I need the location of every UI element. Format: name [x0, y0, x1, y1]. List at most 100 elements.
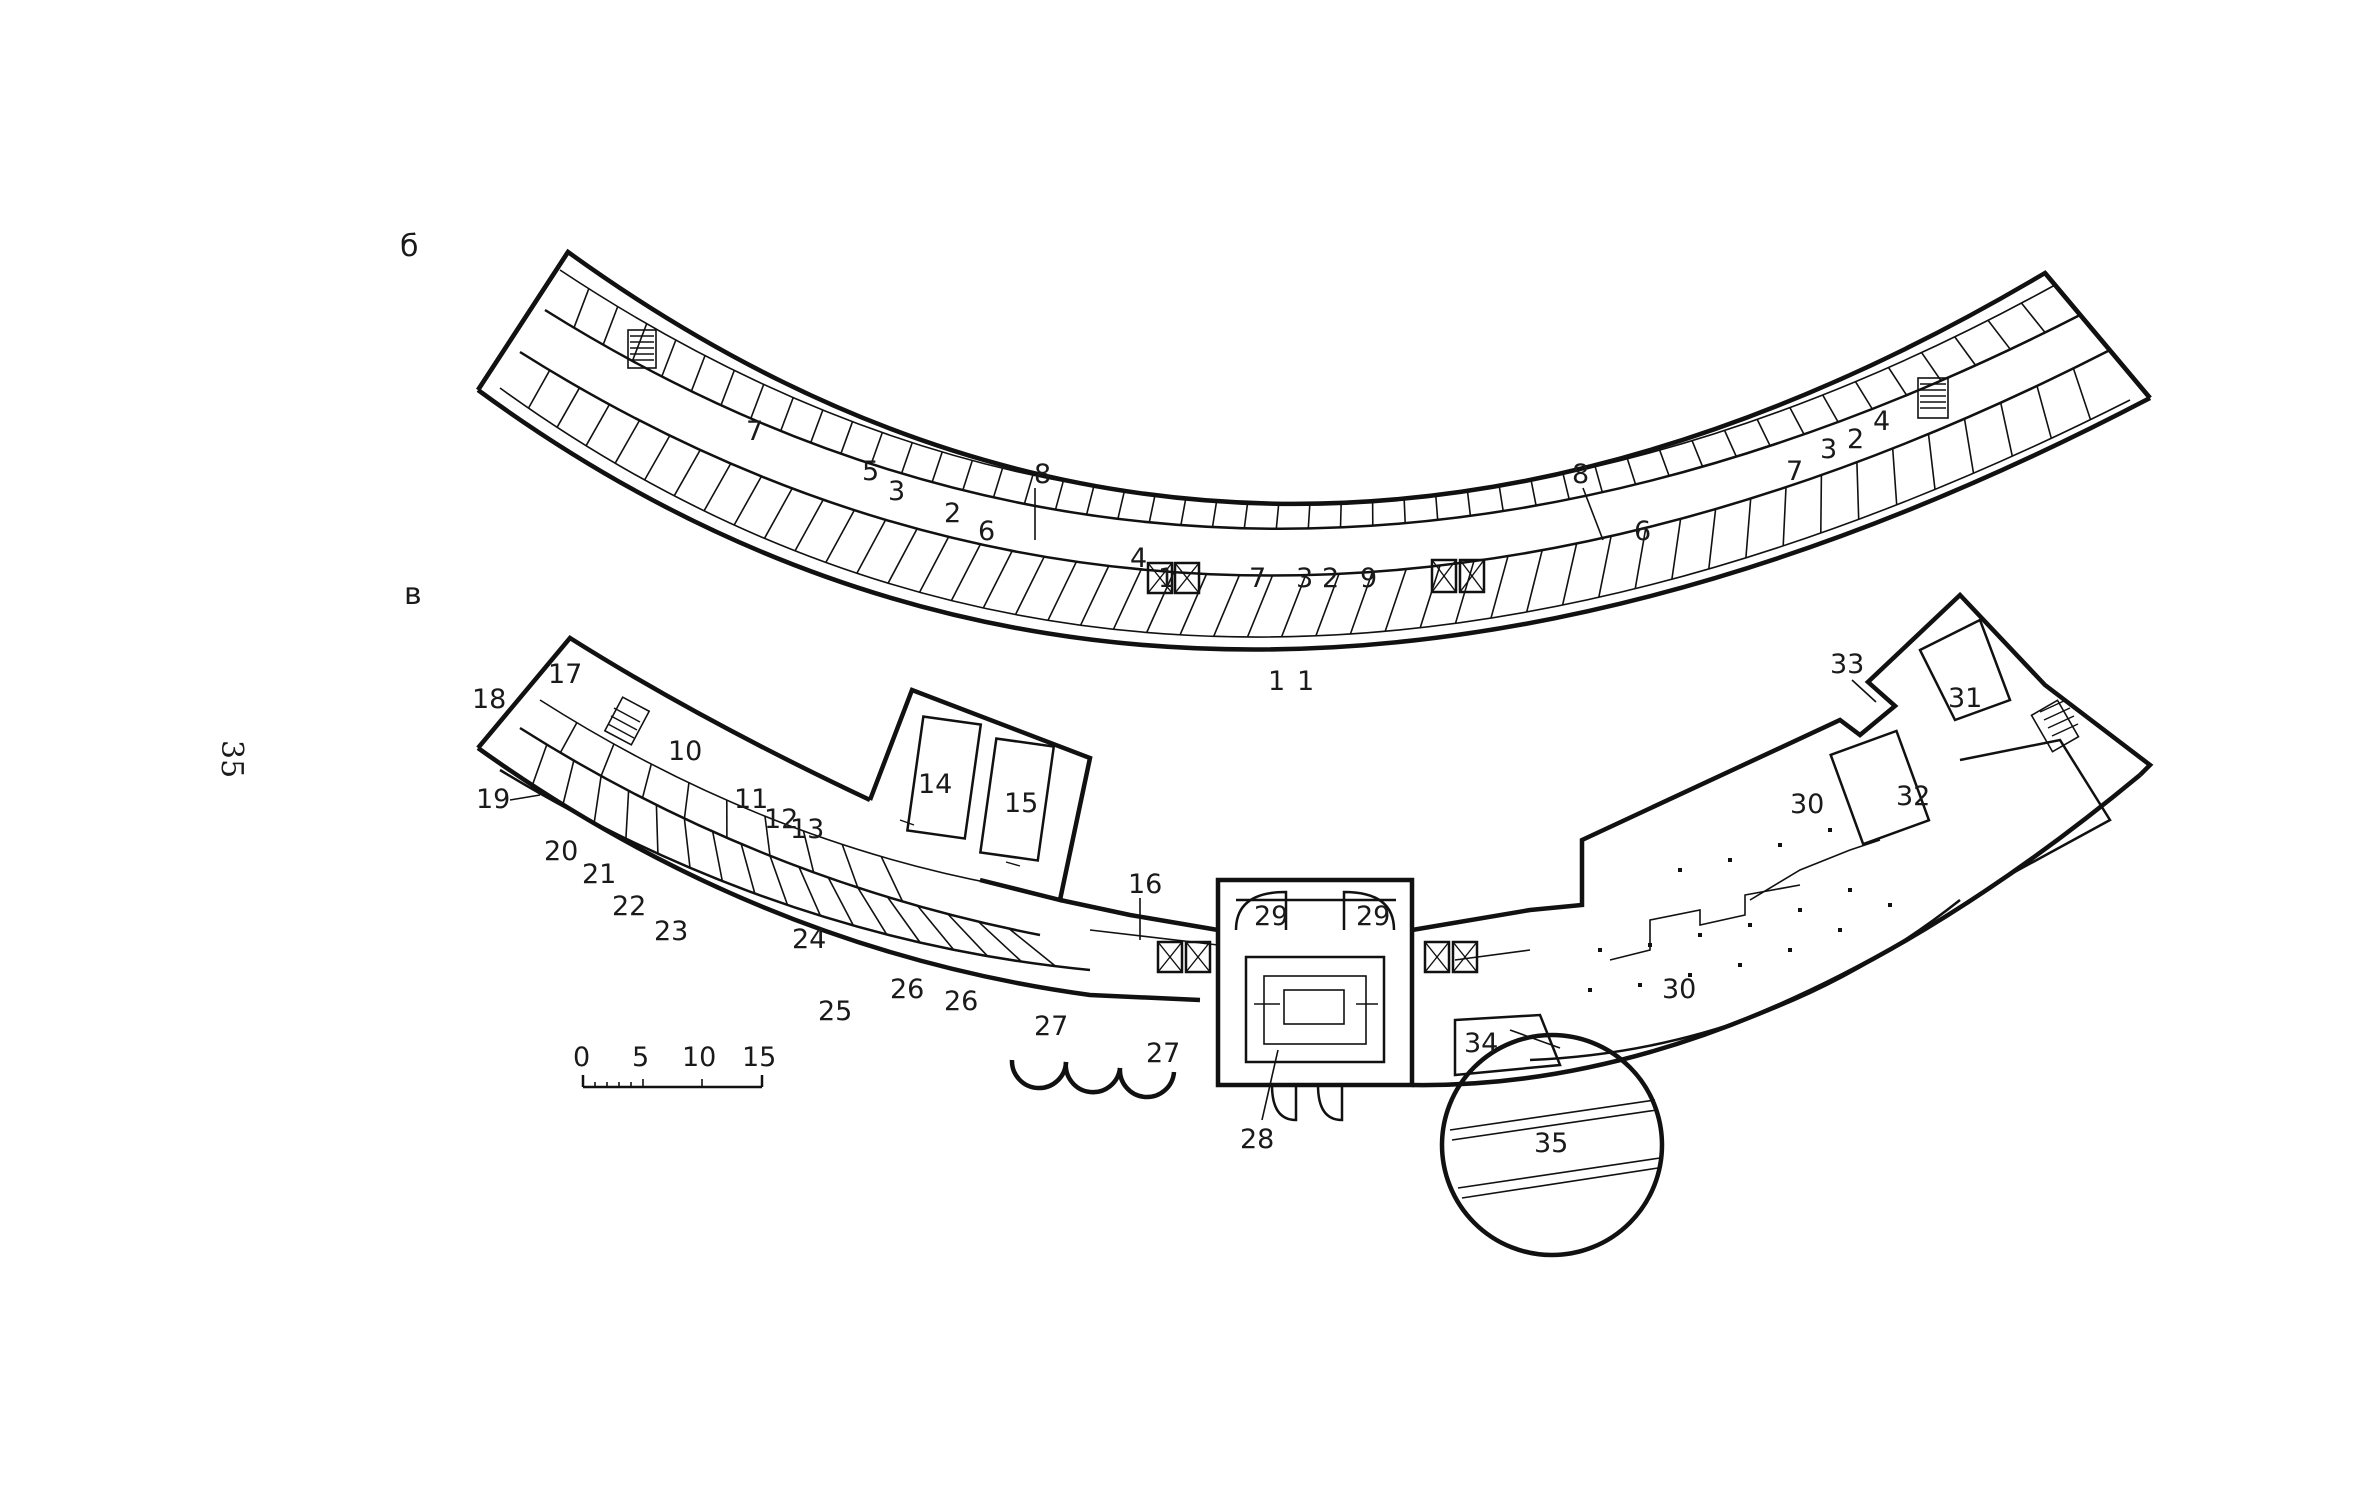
- partition-line: [1490, 555, 1509, 619]
- lower-label-16: 16: [1128, 869, 1162, 900]
- column-marker: [1698, 933, 1702, 937]
- lower-floor-plan: 17 18 10 19 11 12 13 14 15 20 21 22 23 1…: [472, 487, 2154, 1258]
- partition-line: [733, 476, 763, 526]
- partition-line: [950, 543, 982, 601]
- partition-line: [593, 775, 602, 823]
- partition-line: [1280, 574, 1307, 638]
- upper-label-1c: 1: [1297, 666, 1314, 697]
- partition-line: [600, 743, 615, 777]
- partition-line: [1246, 575, 1274, 638]
- partition-line: [1419, 565, 1441, 628]
- upper-stair-left: [627, 329, 657, 369]
- partition-line: [900, 442, 913, 474]
- lower-label-24: 24: [792, 924, 826, 955]
- partition-line: [1891, 448, 1898, 505]
- hall-30-columns: [1588, 828, 1892, 992]
- partition-line: [1014, 556, 1045, 615]
- partition-line: [750, 384, 765, 419]
- partition-line: [720, 370, 736, 406]
- upper-label-2c: 2: [1847, 424, 1864, 455]
- partition-line: [1756, 419, 1771, 447]
- partition-line: [2036, 385, 2053, 439]
- lower-elevators-right: [1423, 940, 1479, 974]
- partition-line: [1634, 527, 1647, 589]
- upper-label-2b: 2: [1322, 563, 1339, 594]
- partition-line: [1723, 430, 1738, 457]
- column-marker: [1638, 983, 1642, 987]
- column-marker: [1788, 948, 1792, 952]
- partition-line: [1598, 535, 1612, 598]
- partition-line: [827, 877, 855, 926]
- partition-line: [1180, 498, 1187, 526]
- partition-line: [1085, 486, 1095, 515]
- partition-line: [703, 463, 732, 512]
- column-marker: [1888, 903, 1892, 907]
- partition-line: [1384, 568, 1407, 632]
- column-marker: [1778, 843, 1782, 847]
- upper-elevators-right: [1430, 558, 1486, 594]
- lower-label-35: 35: [1534, 1128, 1568, 1159]
- partition-line: [711, 831, 724, 882]
- room-32: [1829, 729, 1931, 846]
- partition-line: [2072, 368, 2092, 420]
- upper-outer-wall-bottom: [476, 388, 2152, 652]
- partition-line: [1466, 490, 1472, 516]
- column-marker: [1838, 928, 1842, 932]
- lower-label-31: 31: [1948, 683, 1982, 714]
- partition-line: [918, 536, 950, 593]
- upper-label-8b: 8: [1572, 459, 1589, 490]
- partition-line: [1339, 501, 1342, 528]
- partition-line: [992, 468, 1004, 498]
- scale-tick-5: 5: [632, 1042, 649, 1073]
- plan-letter-b: б: [400, 229, 419, 264]
- partition-line: [1530, 480, 1537, 506]
- upper-label-8a: 8: [1034, 459, 1051, 490]
- partition-line: [1954, 336, 1977, 366]
- partition-line: [1434, 494, 1439, 520]
- upper-label-2a: 2: [944, 498, 961, 529]
- lower-label-32: 32: [1896, 781, 1930, 812]
- upper-label-4b: 4: [1873, 406, 1890, 437]
- partition-line: [559, 722, 578, 754]
- lower-label-10: 10: [668, 736, 702, 767]
- lower-label-23: 23: [654, 916, 688, 947]
- partition-line: [1708, 509, 1717, 570]
- partition-line: [1145, 571, 1175, 633]
- partition-line: [614, 420, 641, 464]
- column-marker: [1828, 828, 1832, 832]
- partition-line: [802, 830, 815, 873]
- partition-line: [840, 421, 854, 454]
- upper-label-3a: 3: [888, 476, 905, 507]
- scale-bar: 0 5 10 15: [573, 1042, 776, 1089]
- partition-line: [1920, 352, 1942, 382]
- partition-line: [856, 519, 887, 574]
- bays-27: [1009, 1059, 1177, 1100]
- upper-label-7b: 7: [1249, 563, 1266, 594]
- pool-14: [905, 715, 983, 840]
- partition-line: [825, 509, 856, 563]
- partition-line: [1562, 473, 1570, 500]
- lower-label-19: 19: [476, 784, 510, 815]
- upper-label-3b: 3: [1296, 563, 1313, 594]
- lower-label-34: 34: [1464, 1028, 1498, 1059]
- partition-line: [625, 790, 630, 839]
- rotunda-35: [1439, 1032, 1665, 1258]
- partition-line: [763, 488, 793, 539]
- plan-letter-v: в: [404, 577, 422, 612]
- partition-line: [764, 816, 771, 856]
- lower-label-12: 12: [764, 804, 798, 835]
- partition-line: [1498, 485, 1504, 512]
- partition-line: [527, 369, 551, 409]
- partition-line: [1789, 407, 1805, 435]
- partition-line: [769, 855, 789, 906]
- pool-15: [978, 737, 1056, 862]
- lower-label-27b: 27: [1146, 1038, 1180, 1069]
- partition-line: [1658, 449, 1670, 477]
- upper-label-7c: 7: [1786, 456, 1803, 487]
- upper-label-3c: 3: [1820, 434, 1837, 465]
- partition-line: [1887, 367, 1908, 396]
- lower-label-30a: 30: [1790, 789, 1824, 820]
- partition-line: [661, 339, 677, 377]
- lower-stair-left: [603, 696, 651, 746]
- lower-label-25: 25: [818, 996, 852, 1027]
